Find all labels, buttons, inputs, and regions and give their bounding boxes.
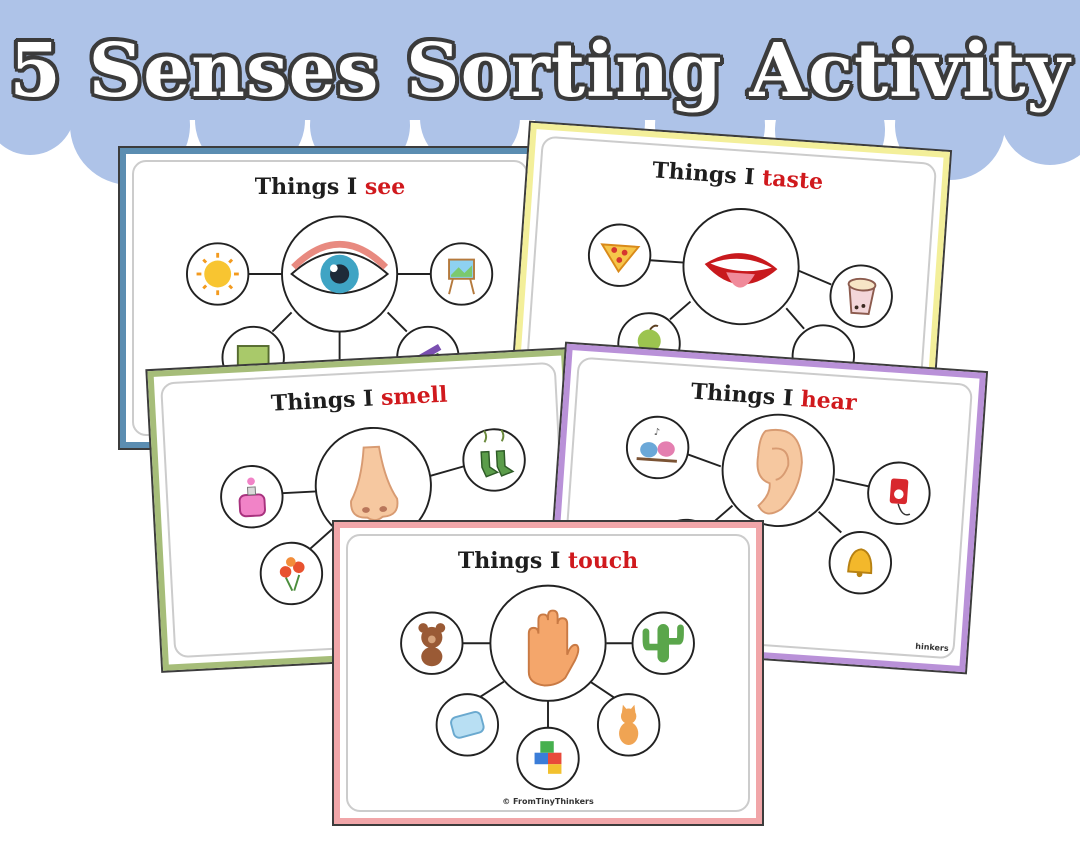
music-player-icon <box>889 478 911 516</box>
easel-painting-icon <box>448 258 475 295</box>
card-hear: Things I hear ♪ <box>546 343 986 673</box>
sense-web-diagram <box>400 584 695 791</box>
card-heading: Things I touch <box>340 548 756 574</box>
heading-prefix: Things I <box>254 174 358 200</box>
smelly-socks-icon <box>480 429 515 478</box>
bell-icon <box>847 548 873 578</box>
sense-web-diagram: ♪ <box>625 413 931 595</box>
teddy-bear-icon <box>418 623 446 667</box>
building-blocks-icon <box>534 741 562 774</box>
heading-sense: touch <box>567 548 639 574</box>
tv-icon <box>236 345 270 369</box>
apple-icon <box>637 324 661 353</box>
sun-icon <box>196 252 239 296</box>
svg-text:♪: ♪ <box>654 427 661 438</box>
pillow-icon <box>450 711 485 739</box>
birds-icon: ♪ <box>636 427 677 463</box>
mouth-icon <box>704 253 778 288</box>
bubble-tea-icon <box>847 277 877 316</box>
perfume-icon <box>238 477 266 518</box>
page-title: 5 Senses Sorting Activity <box>9 28 1071 114</box>
hand-icon <box>527 609 580 687</box>
cactus-icon <box>642 624 684 663</box>
heading-prefix: Things I <box>457 548 561 574</box>
card-inner-border <box>346 534 750 812</box>
ear-icon <box>756 428 803 515</box>
eye-icon <box>290 241 390 295</box>
cat-icon <box>619 704 639 746</box>
heading-sense: see <box>364 174 406 200</box>
nose-icon <box>350 445 399 522</box>
pizza-icon <box>600 243 641 274</box>
flowers-icon <box>279 557 305 592</box>
card-heading: Things I see <box>126 174 534 200</box>
card-touch: Things I touch <box>334 522 762 824</box>
credit-text: © FromTinyThinkers <box>502 797 594 806</box>
